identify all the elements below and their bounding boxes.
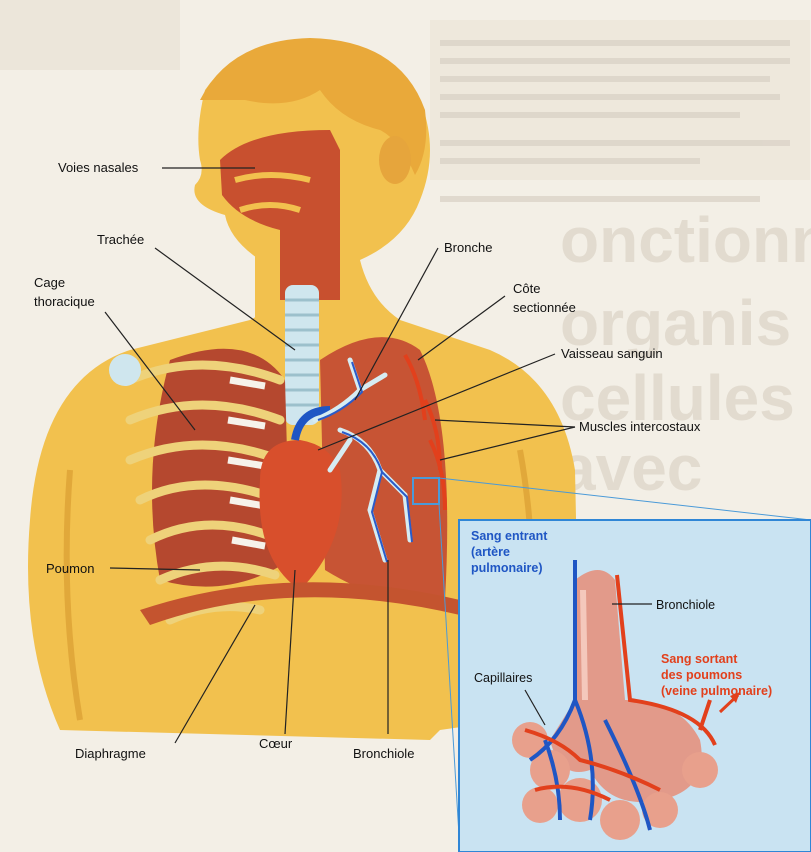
svg-text:onctionne: onctionne — [560, 204, 811, 276]
label-trachee: Trachée — [97, 232, 144, 247]
inset-label-sang-entrant-2: (artère — [471, 545, 510, 559]
label-muscles: Muscles intercostaux — [579, 419, 701, 434]
svg-text:avec: avec — [560, 432, 702, 504]
inset-label-sang-entrant-3: pulmonaire) — [471, 561, 543, 575]
label-cage-1: Cage — [34, 275, 65, 290]
label-cote-1: Côte — [513, 281, 540, 296]
label-coeur: Cœur — [259, 736, 293, 751]
inset-label-sang-sortant-3: (veine pulmonaire) — [661, 684, 772, 698]
inset-label-sang-entrant-1: Sang entrant — [471, 529, 548, 543]
inset-label-sang-sortant-1: Sang sortant — [661, 652, 738, 666]
label-diaphragme: Diaphragme — [75, 746, 146, 761]
label-vaisseau: Vaisseau sanguin — [561, 346, 663, 361]
label-cote-2: sectionnée — [513, 300, 576, 315]
shoulder-joint — [109, 354, 141, 386]
trachea — [285, 285, 319, 425]
alveoli-inset: Sang entrant (artère pulmonaire) Bronchi… — [459, 520, 811, 852]
label-poumon: Poumon — [46, 561, 94, 576]
inset-label-bronchiole: Bronchiole — [656, 598, 715, 612]
inset-label-capillaires: Capillaires — [474, 671, 532, 685]
label-bronche: Bronche — [444, 240, 492, 255]
label-voies-nasales: Voies nasales — [58, 160, 139, 175]
inset-label-sang-sortant-2: des poumons — [661, 668, 742, 682]
label-bronchiole: Bronchiole — [353, 746, 414, 761]
label-cage-2: thoracique — [34, 294, 95, 309]
